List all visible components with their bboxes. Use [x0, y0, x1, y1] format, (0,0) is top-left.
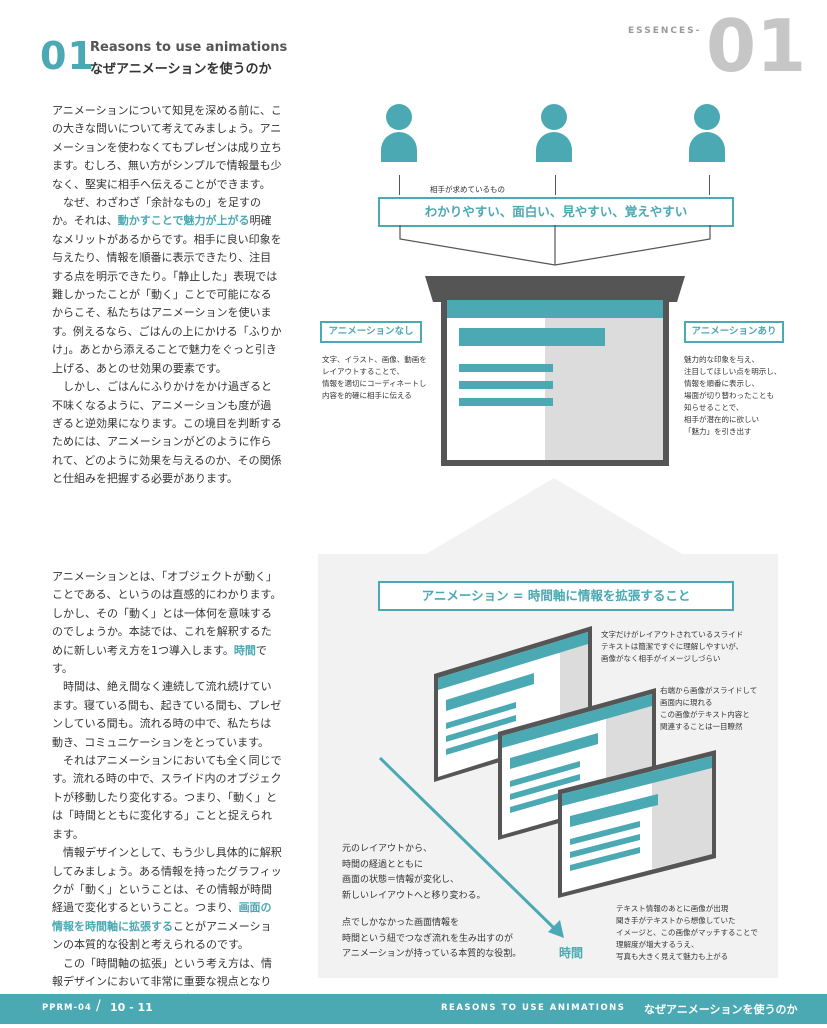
person-icon	[541, 104, 567, 130]
intro-paragraph: しかし、ごはんにふりかけをかけ過ぎると不味くなるように、アニメーションも度が過ぎ…	[52, 380, 282, 486]
without-animation-desc: 文字、イラスト、画像、動画を レイアウトすることで、 情報を適切にコーディネート…	[322, 354, 432, 402]
desc-line: 情報を順番に表示し、	[684, 379, 759, 388]
slide-note-3: テキスト情報のあとに画像が出現 聞き手がテキストから想像していた イメージと、こ…	[616, 903, 776, 963]
note-line: イメージと、この画像がマッチすることで	[616, 928, 758, 937]
slides-illustration	[378, 626, 716, 938]
chapter-title-jp: なぜアニメーションを使うのか	[90, 62, 272, 77]
footer-pages: 10 - 11	[110, 1001, 153, 1014]
with-animation-label: アニメーションあり	[684, 321, 784, 343]
note-line: テキスト情報のあとに画像が出現	[616, 904, 729, 913]
caption-line: 点でしかなかった画面情報を	[342, 918, 460, 928]
desc-line: 文字、イラスト、画像、動画を	[322, 355, 427, 364]
funnel-lines	[399, 225, 711, 266]
note-line: 写真も大きく見えて魅力も上がる	[616, 952, 729, 961]
essences-label: ESSENCES-	[628, 26, 702, 36]
footer-code: PPRM-04	[42, 1003, 92, 1013]
desc-line: 情報を適切にコーディネートし	[322, 379, 427, 388]
desc-line: 相手が潜在的に欲しい	[684, 415, 759, 424]
person-icon-body	[381, 132, 417, 162]
person-icon-body	[536, 132, 572, 162]
highlight-text: 時間	[233, 643, 256, 657]
intro-paragraph: なぜ、わざわざ「余計なもの」を足すのか。それは、動かすことで魅力が上がる明確なメ…	[52, 194, 282, 378]
person-icon	[694, 104, 720, 130]
animation-definition-box: アニメーション = 時間軸に情報を拡張すること	[378, 581, 734, 611]
text-span: アニメーションとは、「オブジェクトが動く」ことである、というのは直感的にわかりま…	[52, 570, 282, 657]
person-icon	[386, 104, 412, 130]
without-animation-label: アニメーションなし	[320, 321, 422, 343]
note-line: 理解度が増大するうえ、	[616, 940, 699, 949]
note-line: 右端から画像がスライドして	[660, 686, 758, 695]
note-line: テキストは簡潔ですぐに理解しやすいが、	[601, 642, 744, 651]
text-span: なぜ、わざわざ「余計なもの」を足すのか。それは、	[52, 196, 261, 228]
desc-line: 「魅力」を引き出す	[684, 427, 752, 436]
text-span: 明確なメリットがあるからです。相手に良い印象を与えたり、情報を順番に表示できたり…	[52, 214, 282, 375]
footer-slash: /	[96, 998, 101, 1014]
body-text-2: アニメーションとは、「オブジェクトが動く」ことである、というのは直感的にわかりま…	[52, 568, 282, 1028]
connector-line	[399, 175, 400, 195]
screen-illustration	[425, 276, 685, 466]
note-line: 聞き手がテキストから想像していた	[616, 916, 736, 925]
want-box: わかりやすい、面白い、見やすい、覚えやすい	[378, 197, 734, 227]
connector-line	[555, 175, 556, 195]
note-line: 関連することは一目瞭然	[660, 722, 743, 731]
desc-line: 知らせることで、	[684, 403, 744, 412]
chapter-number: 01	[40, 34, 95, 78]
connector-line	[709, 175, 710, 195]
desc-line: 場面が切り替わったことも	[684, 391, 774, 400]
caption-line: 画面の状態＝情報が変化し、	[342, 875, 460, 885]
slide-note-1: 文字だけがレイアウトされているスライド テキストは簡潔ですぐに理解しやすいが、 …	[601, 629, 781, 665]
highlight-text: 画面の情報を時間軸に拡張する	[52, 901, 272, 933]
caption-1: 元のレイアウトから、 時間の経過とともに 画面の状態＝情報が変化し、 新しいレイ…	[342, 842, 522, 904]
person-icon-body	[689, 132, 725, 162]
desc-line: 内容を的確に相手に伝える	[322, 391, 412, 400]
essences-number: 01	[706, 4, 807, 88]
note-line: 画面内に現れる	[660, 698, 713, 707]
body-paragraph: 情報デザインとして、もう少し具体的に解釈してみましょう。ある情報を持ったグラフィ…	[52, 844, 282, 954]
footer-bar: PPRM-04 / 10 - 11 REASONS TO USE ANIMATI…	[0, 994, 827, 1024]
caption-line: 元のレイアウトから、	[342, 844, 433, 854]
text-span: です。	[52, 643, 267, 676]
time-label: 時間	[559, 946, 584, 960]
chapter-title-en: Reasons to use animations	[90, 40, 288, 55]
intro-text: アニメーションについて知見を深める前に、この大きな問いについて考えてみましょう。…	[52, 102, 282, 489]
desc-line: レイアウトすることで、	[322, 367, 404, 376]
caption-line: 時間の経過とともに	[342, 859, 424, 870]
caption-line: アニメーションが持っている本質的な役割。	[342, 949, 522, 959]
want-label: 相手が求めているもの	[430, 185, 505, 194]
with-animation-desc: 魅力的な印象を与え、 注目してほしい点を明示し、 情報を順番に表示し、 場面が切…	[684, 354, 794, 438]
intro-paragraph: アニメーションについて知見を深める前に、この大きな問いについて考えてみましょう。…	[52, 104, 282, 191]
note-line: 文字だけがレイアウトされているスライド	[601, 630, 744, 639]
slide-note-2: 右端から画像がスライドして 画面内に現れる この画像がテキスト内容と 関連するこ…	[660, 685, 780, 733]
note-line: この画像がテキスト内容と	[660, 710, 750, 719]
footer-title-jp: なぜアニメーションを使うのか	[644, 1003, 798, 1016]
text-span: ことがアニメーションの本質的な役割と考えられるのです。	[52, 919, 272, 952]
caption-2: 点でしかなかった画面情報を 時間という紐でつなぎ流れを生み出すのが アニメーショ…	[342, 916, 547, 963]
highlight-text: 動かすことで魅力が上がる	[117, 214, 250, 228]
text-span: 情報デザインとして、もう少し具体的に解釈してみましょう。ある情報を持ったグラフィ…	[52, 846, 282, 915]
body-paragraph: 時間は、絶え間なく連続して流れ続けています。寝ている間も、起きている間も、プレゼ…	[52, 680, 282, 749]
body-paragraph: それはアニメーションにおいても全く同じです。流れる時の中で、スライド内のオブジェ…	[52, 754, 282, 841]
body-paragraph: アニメーションとは、「オブジェクトが動く」ことである、というのは直感的にわかりま…	[52, 568, 282, 678]
caption-line: 新しいレイアウトへと移り変わる。	[342, 890, 486, 901]
desc-line: 魅力的な印象を与え、	[684, 355, 759, 364]
desc-line: 注目してほしい点を明示し、	[684, 367, 782, 376]
footer-title-en: REASONS TO USE ANIMATIONS	[441, 1003, 626, 1013]
caption-line: 時間という紐でつなぎ流れを生み出すのが	[342, 933, 514, 944]
note-line: 画像がなく相手がイメージしづらい	[601, 654, 721, 663]
